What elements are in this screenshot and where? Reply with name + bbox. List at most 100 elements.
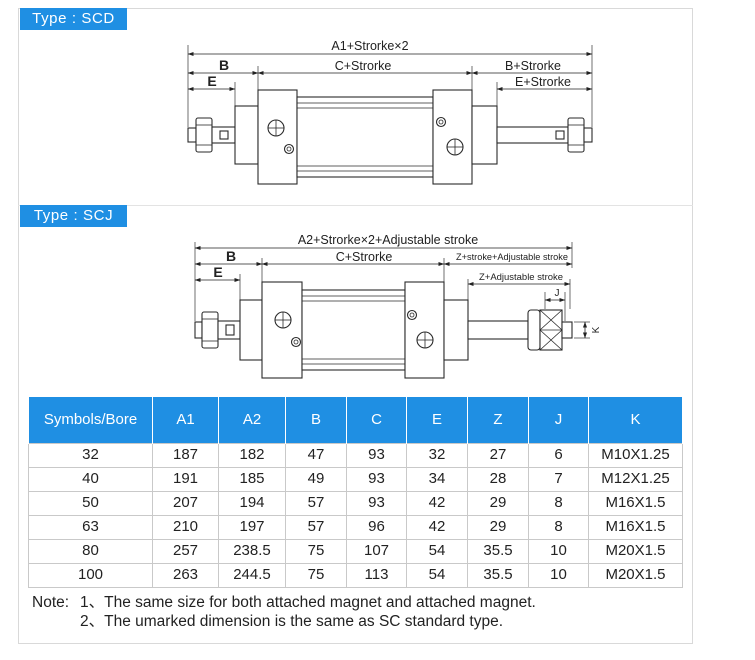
- left-rod-bushing: [239, 299, 263, 361]
- column-header-a2: A2: [218, 397, 286, 443]
- table-cell-j: 8: [528, 490, 589, 516]
- table-cell-a2: 194: [218, 490, 286, 516]
- scd-drawing: A1+Strorke×2 B C+Strorke B+Strorke E E+S…: [187, 39, 593, 185]
- table-cell-a1: 191: [152, 466, 219, 492]
- note-item-2: 2、The umarked dimension is the same as S…: [80, 613, 504, 630]
- right-rod-nut: [567, 117, 585, 153]
- right-rod-wrench-flat: [555, 130, 565, 140]
- table-cell-k: M12X1.25: [588, 466, 683, 492]
- screw-socket: [286, 146, 292, 152]
- right-air-port: [446, 138, 464, 156]
- table-cell-b: 49: [285, 466, 347, 492]
- table-cell-c: 96: [346, 514, 407, 540]
- column-header-a1: A1: [152, 397, 219, 443]
- left-air-port: [267, 119, 285, 137]
- column-header-j: J: [528, 397, 589, 443]
- cylinder-tube: [296, 96, 434, 178]
- table-cell-a2: 244.5: [218, 562, 286, 588]
- scj-dimension-z-adjustable: Z+Adjustable stroke: [467, 272, 571, 287]
- table-cell-b: 57: [285, 490, 347, 516]
- right-cushion-screw: [406, 309, 418, 321]
- left-rod-thread: [194, 321, 203, 339]
- note-item-1: 1、The same size for both attached magnet…: [80, 594, 536, 611]
- type-scd-label: Type : SCD: [20, 8, 127, 30]
- right-cushion-screw: [435, 116, 447, 128]
- column-header-k: K: [588, 397, 683, 443]
- table-cell-e: 42: [406, 514, 468, 540]
- stroke-adjuster-sleeve: [527, 309, 541, 351]
- left-cushion-screw: [290, 336, 302, 348]
- cylinder-drawings: A1+Strorke×2 B C+Strorke B+Strorke E E+S…: [187, 39, 602, 379]
- right-piston-rod: [467, 320, 529, 340]
- table-cell-j: 7: [528, 466, 589, 492]
- bore-cell: 32: [28, 442, 153, 468]
- left-end-cap: [261, 281, 303, 379]
- dimension-label-j: J: [555, 288, 560, 299]
- table-cell-j: 8: [528, 514, 589, 540]
- scj-dimension-j: J: [544, 288, 566, 303]
- scj-cylinder-body: [194, 281, 573, 379]
- table-cell-z: 35.5: [467, 562, 529, 588]
- table-cell-a1: 207: [152, 490, 219, 516]
- screw-head: [283, 143, 295, 155]
- dimension-label-a2-stroke-adjustable: A2+Strorke×2+Adjustable stroke: [298, 233, 478, 247]
- table-cell-e: 34: [406, 466, 468, 492]
- screw-socket: [293, 339, 299, 345]
- column-header-z: Z: [467, 397, 529, 443]
- scj-dimension-c-stroke: C+Strorke: [261, 250, 445, 267]
- notes: Note: 1、The same size for both attached m…: [32, 593, 536, 631]
- dimension-label-e-stroke: E+Strorke: [515, 75, 571, 89]
- table-cell-k: M20X1.5: [588, 562, 683, 588]
- screw-head: [406, 309, 418, 321]
- table-cell-a2: 185: [218, 466, 286, 492]
- note-label: Note:: [32, 594, 70, 611]
- dimension-label-z-stroke-adjustable: Z+stroke+Adjustable stroke: [456, 252, 568, 262]
- left-rod-wrench-flat: [225, 324, 235, 336]
- bore-cell: 63: [28, 514, 153, 540]
- adjuster-hatch: [539, 309, 563, 351]
- right-end-cap: [432, 89, 473, 185]
- dimension-label-c-stroke: C+Strorke: [336, 250, 393, 264]
- bore-cell: 80: [28, 538, 153, 564]
- table-cell-k: M16X1.5: [588, 514, 683, 540]
- table-cell-b: 47: [285, 442, 347, 468]
- column-header-c: C: [346, 397, 407, 443]
- column-header-b: B: [285, 397, 347, 443]
- left-cushion-screw: [283, 143, 295, 155]
- table-cell-k: M16X1.5: [588, 490, 683, 516]
- screw-socket: [438, 119, 444, 125]
- screw-socket: [409, 312, 415, 318]
- note-line-1: Note: 1、The same size for both attached m…: [32, 593, 536, 612]
- table-cell-z: 29: [467, 490, 529, 516]
- right-rod-bushing: [443, 299, 469, 361]
- column-header-symbols-bore: Symbols/Bore: [28, 397, 153, 443]
- dimension-label-k: K: [591, 326, 602, 333]
- dimension-label-a1-stroke: A1+Strorke×2: [331, 39, 408, 53]
- right-end-cap: [404, 281, 445, 379]
- table-cell-a1: 257: [152, 538, 219, 564]
- dimension-label-b: B: [219, 57, 229, 73]
- left-rod-nut: [195, 117, 213, 153]
- section-divider: [18, 205, 693, 206]
- dimension-label-c-stroke: C+Strorke: [335, 59, 392, 73]
- scd-extension-lines: [187, 45, 593, 127]
- table-cell-k: M20X1.5: [588, 538, 683, 564]
- note-line-2: 2、The umarked dimension is the same as S…: [32, 612, 536, 631]
- table-cell-a2: 238.5: [218, 538, 286, 564]
- dimension-label-b: B: [226, 248, 236, 264]
- table-cell-c: 93: [346, 490, 407, 516]
- left-rod-nut: [201, 311, 219, 349]
- scd-cylinder-body: [187, 89, 593, 185]
- table-cell-e: 42: [406, 490, 468, 516]
- type-scj-label: Type : SCJ: [20, 205, 127, 227]
- table-cell-e: 54: [406, 562, 468, 588]
- left-rod-thread: [187, 127, 197, 143]
- table-cell-j: 10: [528, 562, 589, 588]
